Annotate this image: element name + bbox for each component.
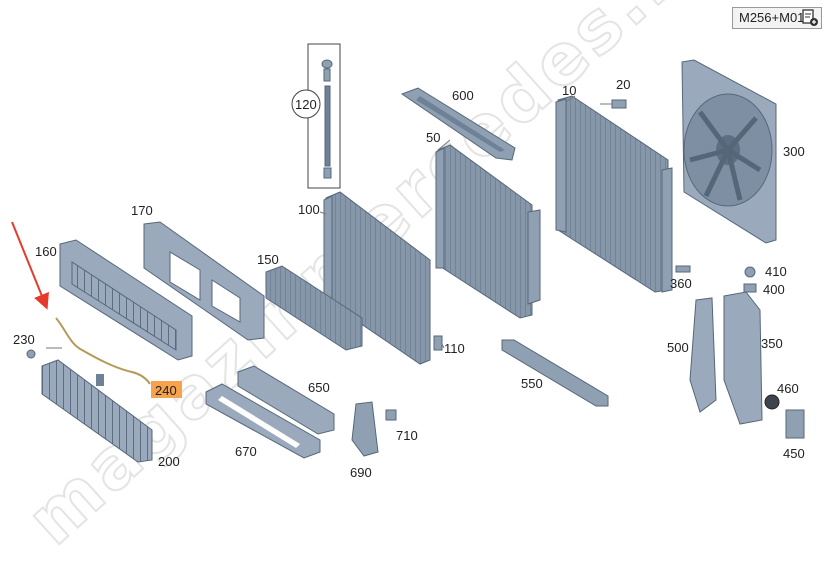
label-300[interactable]: 300 xyxy=(783,144,805,159)
part-120-rod-set[interactable] xyxy=(291,43,341,189)
label-400[interactable]: 400 xyxy=(763,282,785,297)
part-350-duct[interactable] xyxy=(723,291,763,425)
part-550-strip[interactable] xyxy=(501,339,609,407)
label-550[interactable]: 550 xyxy=(521,376,543,391)
label-410[interactable]: 410 xyxy=(765,264,787,279)
label-170[interactable]: 170 xyxy=(131,203,153,218)
part-670-tray[interactable] xyxy=(205,383,321,459)
label-350[interactable]: 350 xyxy=(761,336,783,351)
label-150[interactable]: 150 xyxy=(257,252,279,267)
part-360-bolt[interactable] xyxy=(675,265,691,273)
part-230-clip[interactable] xyxy=(26,347,62,359)
part-650-duct[interactable] xyxy=(237,365,335,435)
label-690[interactable]: 690 xyxy=(350,465,372,480)
part-300-fan[interactable] xyxy=(681,59,777,244)
label-710[interactable]: 710 xyxy=(396,428,418,443)
part-500-duct[interactable] xyxy=(689,297,717,413)
label-160[interactable]: 160 xyxy=(35,244,57,259)
part-460-cap[interactable] xyxy=(764,394,780,410)
part-50-radiator[interactable] xyxy=(435,144,541,319)
label-650[interactable]: 650 xyxy=(308,380,330,395)
label-110[interactable]: 110 xyxy=(444,341,465,356)
highlight-240 xyxy=(151,381,182,398)
label-230[interactable]: 230 xyxy=(13,332,35,347)
label-240[interactable]: 240 xyxy=(155,383,177,398)
label-450[interactable]: 450 xyxy=(783,446,805,461)
label-50[interactable]: 50 xyxy=(426,130,440,145)
part-600-bracket[interactable] xyxy=(400,87,516,161)
part-170-frame[interactable] xyxy=(143,221,265,341)
document-icon[interactable] xyxy=(801,9,819,27)
pointer-arrow xyxy=(11,221,49,310)
label-10[interactable]: 10 xyxy=(562,83,576,98)
part-10-radiator[interactable] xyxy=(555,95,673,293)
label-460[interactable]: 460 xyxy=(777,381,799,396)
part-240-wiring[interactable] xyxy=(55,317,151,385)
part-710-nut[interactable] xyxy=(385,409,397,421)
label-360[interactable]: 360 xyxy=(670,276,692,291)
part-410-clip[interactable] xyxy=(744,266,756,278)
label-500[interactable]: 500 xyxy=(667,340,689,355)
part-110-sensor[interactable] xyxy=(433,335,443,351)
label-120[interactable]: 120 xyxy=(295,97,317,112)
part-400-clip[interactable] xyxy=(743,283,757,293)
label-20[interactable]: 20 xyxy=(616,77,630,92)
reference-code: M256+M012 xyxy=(732,7,822,29)
part-450-bracket[interactable] xyxy=(785,409,805,439)
leader-lines xyxy=(319,95,612,349)
part-150-cooler[interactable] xyxy=(265,265,363,351)
label-200[interactable]: 200 xyxy=(158,454,180,469)
part-200-grille[interactable] xyxy=(41,359,153,463)
part-690-bracket[interactable] xyxy=(351,401,379,457)
label-100[interactable]: 100 xyxy=(298,202,320,217)
part-160-shutter[interactable] xyxy=(59,239,193,361)
label-600[interactable]: 600 xyxy=(452,88,474,103)
label-670[interactable]: 670 xyxy=(235,444,257,459)
